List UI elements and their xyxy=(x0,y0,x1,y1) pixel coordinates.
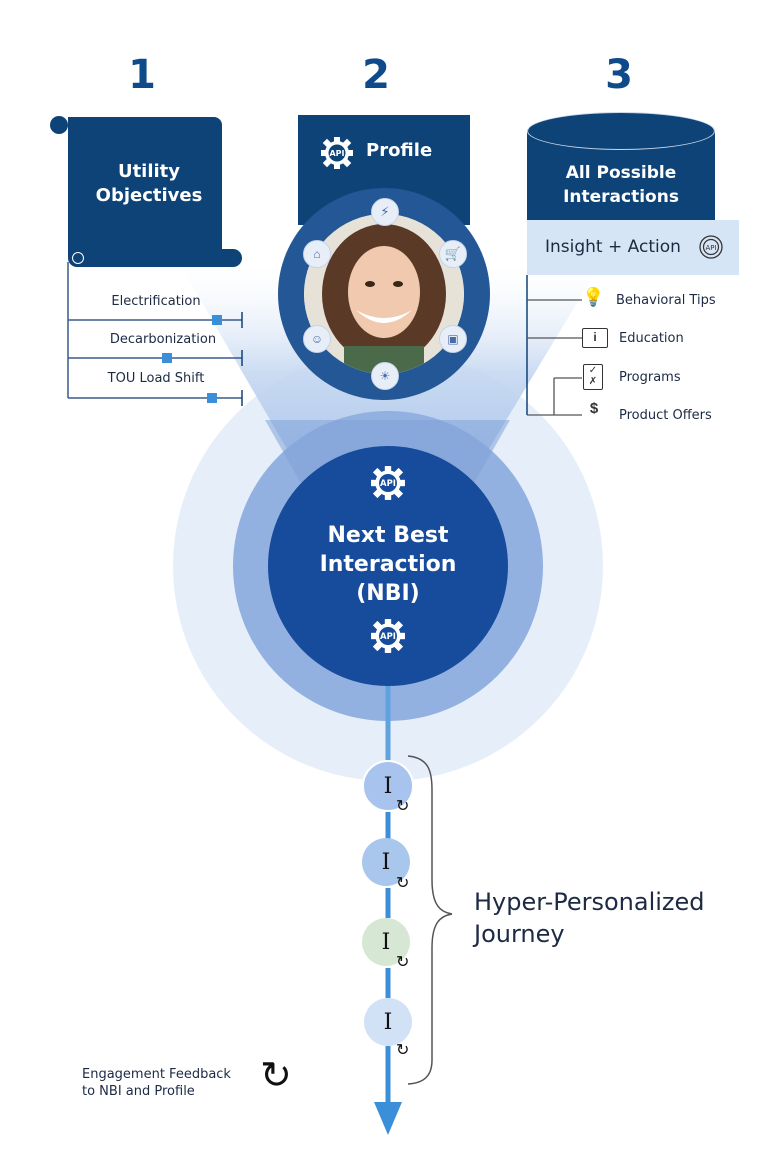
journey-node-label: I xyxy=(381,849,391,875)
objective-tou-load-shift: TOU Load Shift xyxy=(107,371,205,386)
interaction-education: Education xyxy=(619,331,684,346)
energy-alert-icon: ⚡ xyxy=(371,198,399,226)
journey-label-line1: Hyper-Personalized xyxy=(474,888,705,916)
journey-node-4[interactable]: I xyxy=(364,998,412,1046)
scroll-curl-bottom xyxy=(72,252,84,264)
step-number-1: 1 xyxy=(128,52,156,98)
scroll-body xyxy=(68,117,222,257)
feedback-legend-loop-icon: ↻ xyxy=(260,1055,292,1097)
houses-icon: ⌂ xyxy=(303,240,331,268)
api-gear-outline-icon: API xyxy=(695,231,727,263)
objectives-title-line1: Utility xyxy=(117,161,181,182)
journey-node-label: I xyxy=(381,929,391,955)
clipboard-icon: ✓✗ xyxy=(583,364,603,390)
interactions-title-line1: All Possible xyxy=(565,163,677,183)
interaction-product-offers: Product Offers xyxy=(619,408,712,423)
journey-node-2[interactable]: I xyxy=(362,838,410,886)
svg-text:API: API xyxy=(380,631,396,641)
journey-node-3[interactable]: I xyxy=(362,918,410,966)
interaction-behavioral-tips: Behavioral Tips xyxy=(616,293,716,308)
feedback-loop-icon: ↻ xyxy=(396,1042,410,1059)
appliance-icon: ▣ xyxy=(439,325,467,353)
journey-brace xyxy=(407,755,453,1085)
step-number-3: 3 xyxy=(605,52,633,98)
journey-node-label: I xyxy=(383,1009,393,1035)
journey-node-1[interactable]: I xyxy=(362,760,414,812)
solar-panel-icon: ☀ xyxy=(371,362,399,390)
feedback-loop-icon: ↻ xyxy=(396,954,410,971)
interaction-programs: Programs xyxy=(619,370,681,385)
step-number-2: 2 xyxy=(362,52,390,98)
journey-arrow xyxy=(374,1102,402,1135)
nbi-core xyxy=(268,446,508,686)
svg-text:API: API xyxy=(380,478,396,488)
svg-text:API: API xyxy=(329,149,344,158)
feedback-legend-line2: to NBI and Profile xyxy=(82,1084,195,1099)
price-tag-icon: $ xyxy=(589,400,599,417)
objective-decarbonization: Decarbonization xyxy=(109,332,217,347)
objective-slider-handle-electrification[interactable] xyxy=(212,315,222,325)
feedback-loop-icon: ↻ xyxy=(396,798,410,815)
objectives-title-line2: Objectives xyxy=(95,185,203,206)
nbi-api-gear-icon-bottom: API xyxy=(370,618,406,654)
scroll-bottom-roll xyxy=(68,249,242,267)
nbi-title-line3: (NBI) xyxy=(356,581,420,606)
shopping-cart-icon: 🛒 xyxy=(439,240,467,268)
objective-slider-handle-decarbonization[interactable] xyxy=(162,353,172,363)
brain-head-icon: ☺ xyxy=(303,325,331,353)
journey-label-line2: Journey xyxy=(474,920,565,948)
nbi-title-line1: Next Best xyxy=(327,523,449,548)
api-gear-icon: API xyxy=(320,136,354,170)
profile-title: Profile xyxy=(366,140,433,161)
nbi-title-line2: Interaction xyxy=(319,552,457,577)
nbi-api-gear-icon-top: API xyxy=(370,465,406,501)
customer-photo xyxy=(304,214,464,374)
book-icon: i xyxy=(582,328,608,348)
journey-node-label: I xyxy=(383,773,393,799)
feedback-legend-line1: Engagement Feedback xyxy=(82,1067,231,1082)
svg-text:API: API xyxy=(705,244,716,252)
scroll-curl-top xyxy=(50,116,68,134)
lightbulb-icon: 💡 xyxy=(582,287,605,307)
feedback-loop-icon: ↻ xyxy=(396,875,410,892)
cylinder-top xyxy=(527,112,715,150)
interactions-title-line2: Interactions xyxy=(563,187,679,207)
objective-slider-handle-tou[interactable] xyxy=(207,393,217,403)
insight-action-label: Insight + Action xyxy=(545,237,681,257)
objective-electrification: Electrification xyxy=(111,294,201,309)
